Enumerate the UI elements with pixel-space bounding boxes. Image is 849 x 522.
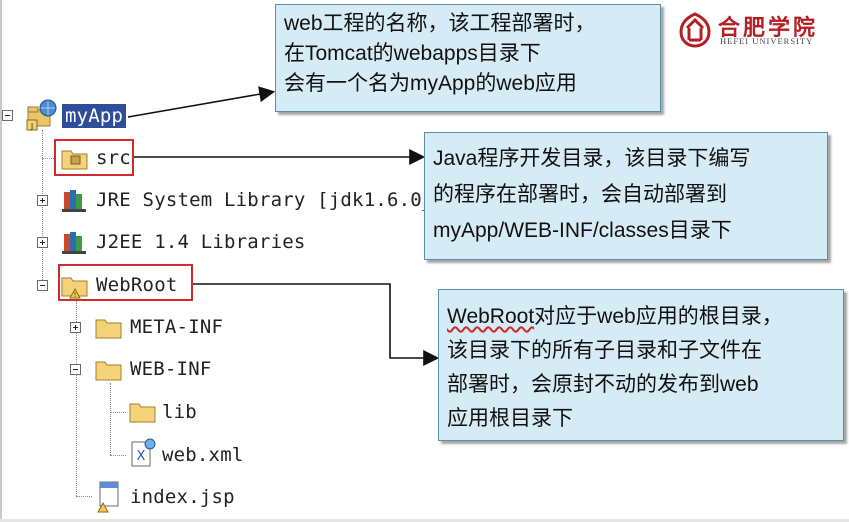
webroot-word: WebRoot	[447, 305, 535, 328]
tree-guide-line	[42, 158, 56, 159]
library-icon	[62, 232, 86, 254]
callout-line: web工程的名称，该工程部署时，	[284, 12, 596, 35]
callout-line: 该目录下的所有子目录和子文件在	[447, 339, 762, 362]
callout-line: Java程序开发目录，该目录下编写	[433, 147, 751, 170]
callout-line: 的程序在部署时，会自动部署到	[433, 183, 727, 206]
collapse-toggle[interactable]	[2, 110, 13, 121]
tree-item-label: index.jsp	[130, 486, 235, 508]
callout-project-name: web工程的名称，该工程部署时， 在Tomcat的webapps目录下 会有一个…	[275, 4, 661, 112]
arrow-project	[127, 86, 276, 118]
tree-item-lib[interactable]: lib	[162, 394, 197, 430]
callout-webroot-directory: WebRoot对应于web应用的根目录， 该目录下的所有子目录和子文件在 部署时…	[438, 289, 844, 441]
tree-item-label: WebRoot	[96, 274, 178, 296]
tree-guide-line	[76, 496, 92, 497]
tree-item-label: lib	[162, 401, 197, 423]
tree-item-label: JRE System Library [jdk1.6.0_02	[96, 189, 457, 211]
tree-item-index-jsp[interactable]: index.jsp	[130, 479, 235, 515]
tree-item-label: myApp	[62, 104, 127, 128]
webroot-folder-icon: !	[61, 277, 88, 299]
callout-line: 部署时，会原封不动的发布到web	[447, 373, 759, 396]
folder-icon	[129, 403, 156, 423]
tree-item-webroot[interactable]: WebRoot	[96, 267, 177, 303]
expand-toggle[interactable]	[70, 322, 81, 333]
window-left-edge	[0, 0, 2, 522]
svg-text:!: !	[74, 291, 77, 299]
tree-item-jre[interactable]: JRE System Library [jdk1.6.0_02	[96, 182, 457, 218]
tree-guide-line	[42, 242, 43, 286]
collapse-toggle[interactable]	[37, 280, 48, 291]
university-logo: 合肥学院 HEFEI UNIVERSITY	[676, 10, 836, 50]
tree-item-meta-inf[interactable]: META-INF	[130, 309, 223, 345]
xml-file-icon: X	[131, 438, 156, 467]
callout-line-rest: 对应于web应用的根目录，	[534, 305, 783, 328]
callout-line: 在Tomcat的webapps目录下	[284, 42, 541, 65]
university-emblem-icon	[679, 12, 711, 48]
jsp-file-icon	[97, 481, 119, 513]
collapse-toggle[interactable]	[70, 364, 81, 375]
tree-guide-line	[110, 412, 126, 413]
svg-text:X: X	[137, 449, 146, 464]
library-icon	[62, 190, 86, 212]
tree-guide-line	[110, 455, 126, 456]
tree-item-label: WEB-INF	[130, 358, 212, 380]
web-project-icon: J	[26, 99, 57, 131]
tree-item-label: src	[96, 147, 131, 169]
tree-item-myapp[interactable]: myApp	[62, 98, 127, 134]
arrow-webroot	[193, 283, 440, 366]
folder-icon	[95, 361, 122, 381]
callout-line: WebRoot对应于web应用的根目录，	[447, 300, 835, 334]
university-name-cn: 合肥学院	[718, 15, 819, 41]
tree-item-label: META-INF	[130, 316, 224, 338]
highlight-box-webroot	[58, 264, 193, 301]
folder-icon	[95, 319, 122, 339]
tree-guide-line	[42, 130, 43, 242]
callout-line: 应用根目录下	[447, 407, 573, 430]
tree-item-src[interactable]: src	[96, 140, 131, 176]
tree-guide-line	[110, 383, 111, 455]
tree-item-label: web.xml	[162, 444, 244, 466]
highlight-box-src	[54, 139, 134, 176]
bottom-edge	[0, 519, 849, 522]
university-name-en: HEFEI UNIVERSITY	[720, 36, 814, 46]
tree-guide-line	[76, 300, 77, 496]
callout-line: 会有一个名为myApp的web应用	[284, 72, 577, 95]
expand-toggle[interactable]	[37, 237, 48, 248]
tree-item-j2ee[interactable]: J2EE 1.4 Libraries	[96, 224, 306, 260]
callout-line: myApp/WEB-INF/classes目录下	[433, 219, 732, 242]
source-folder-icon	[61, 150, 88, 170]
tree-item-web-inf[interactable]: WEB-INF	[130, 351, 211, 387]
svg-text:J: J	[30, 122, 33, 131]
callout-src-directory: Java程序开发目录，该目录下编写 的程序在部署时，会自动部署到 myApp/W…	[424, 132, 828, 260]
tree-item-label: J2EE 1.4 Libraries	[96, 231, 306, 253]
tree-item-web-xml[interactable]: web.xml	[162, 437, 243, 473]
expand-toggle[interactable]	[37, 195, 48, 206]
